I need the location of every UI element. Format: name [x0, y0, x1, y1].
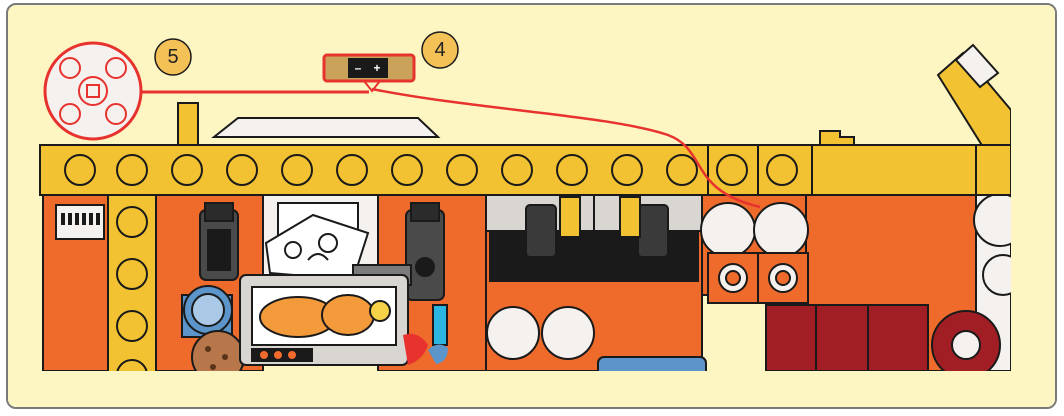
callout-4: 4: [422, 32, 458, 68]
horizontal-technic-beam: [40, 145, 976, 195]
callout-4-number: 4: [434, 39, 445, 61]
yellow-connector-2: [620, 197, 640, 237]
steering-wheel: [932, 311, 1000, 379]
grill-piece: [56, 205, 104, 239]
callout-5-number: 5: [167, 46, 178, 68]
graffiti-screen: [240, 275, 408, 365]
white-tile-top: [214, 118, 438, 137]
right-margin: [1011, 5, 1057, 409]
terminal-plus: +: [373, 61, 380, 75]
yellow-post: [178, 103, 198, 145]
yellow-connector: [560, 197, 580, 237]
terminal-minus: –: [355, 61, 362, 75]
round-plate-part: [45, 43, 141, 139]
orange-technic-pins: [708, 253, 808, 303]
bottom-margin: [8, 371, 1057, 409]
build-scene: 5 – + 4: [8, 5, 1057, 409]
dark-console-right: [594, 195, 702, 281]
dark-red-blocks: [766, 305, 928, 371]
blue-round-tile: [182, 286, 232, 337]
small-yellow-clip: [820, 131, 854, 145]
callout-5: 5: [155, 39, 191, 75]
clip-left-1: [200, 203, 238, 280]
instruction-panel: 5 – + 4: [6, 3, 1057, 409]
battery-terminal-part: – +: [324, 55, 414, 91]
